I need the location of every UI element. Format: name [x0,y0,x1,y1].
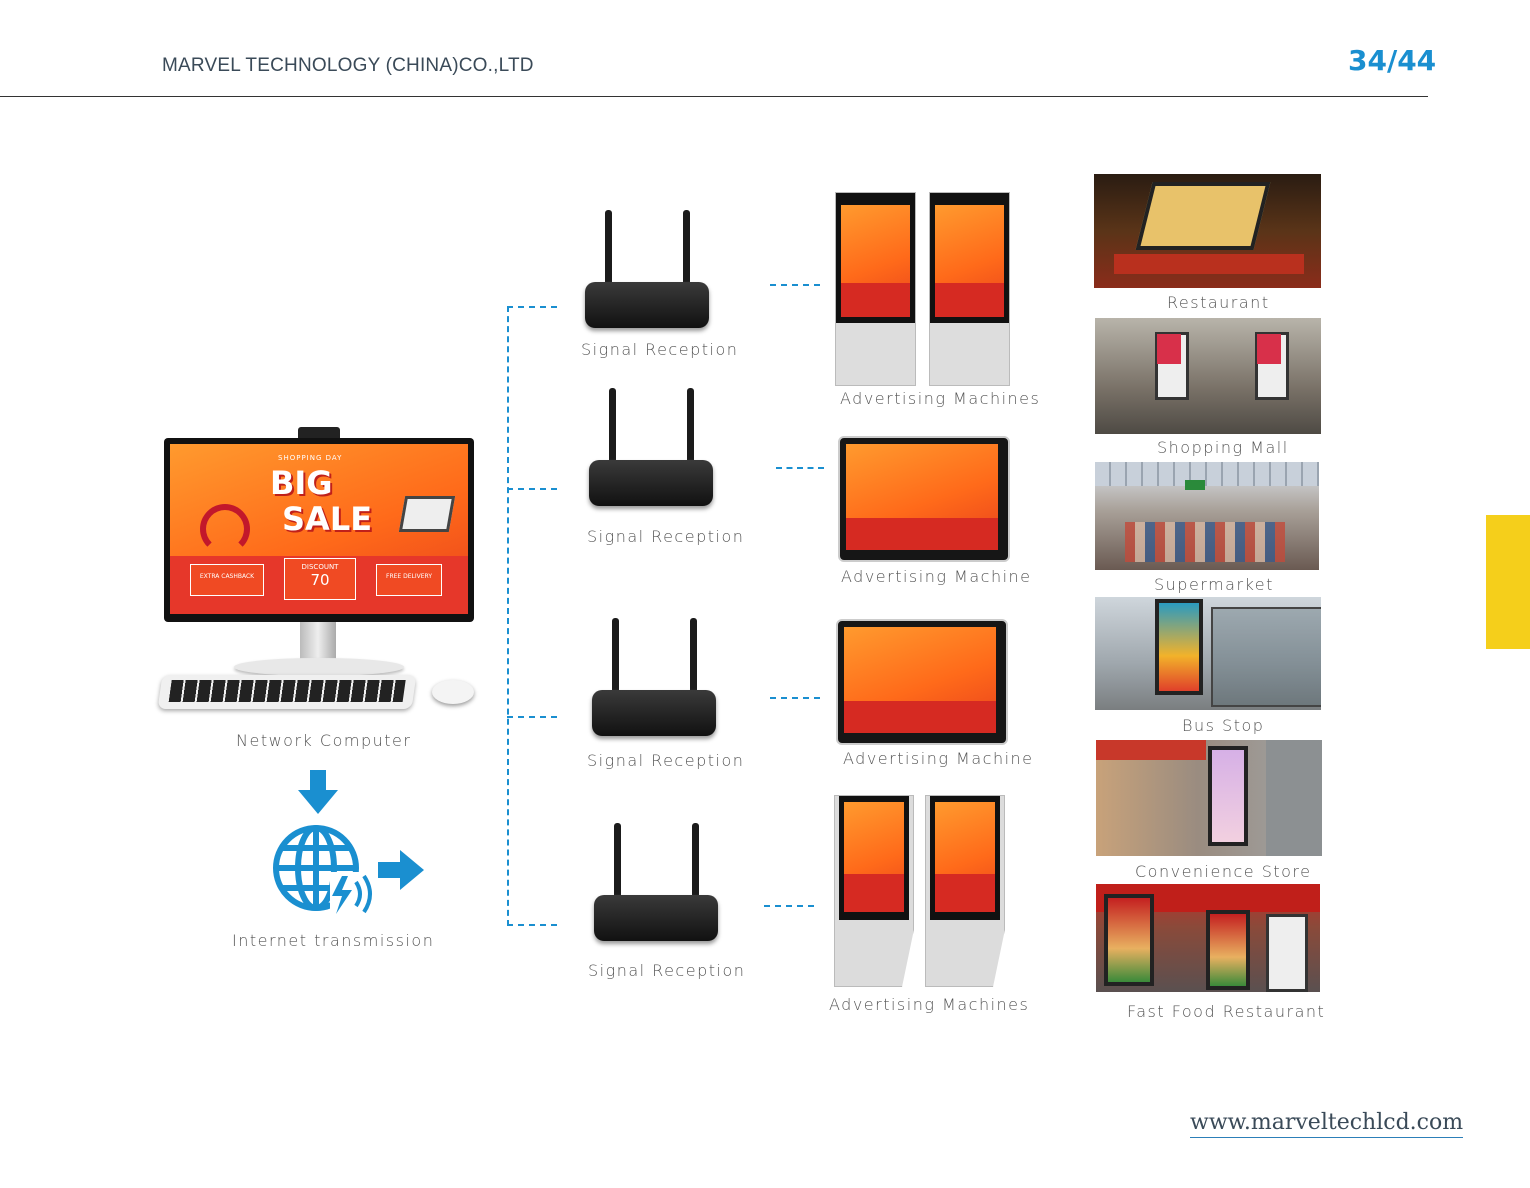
scene-supermarket-label: Supermarket [1154,575,1274,594]
coupon-discount-text: DISCOUNT [301,563,339,571]
router-3-label: Signal Reception [587,751,745,770]
link-m2 [776,467,824,469]
connector-vertical [507,306,509,926]
wall-screen-1 [838,436,1010,562]
photo-restaurant [1094,174,1321,288]
router-1 [585,210,711,332]
scene-bus-stop-label: Bus Stop [1182,716,1265,735]
connector-r4 [507,924,557,926]
company-name: MARVEL TECHNOLOGY (CHINA)CO.,LTD [162,55,534,76]
link-m4 [764,905,814,907]
scene-shopping-mall-label: Shopping Mall [1157,438,1289,457]
machine-3-label: Advertising Machine [843,749,1034,768]
connector-r3 [507,716,557,718]
coupon-discount-value: 70 [310,571,330,589]
link-m1 [770,284,820,286]
keyboard [157,675,417,709]
connector-r1 [507,306,557,308]
floor-kiosk-2 [929,192,1010,386]
router-4-label: Signal Reception [588,961,746,980]
coupon-discount: DISCOUNT 70 [284,558,356,600]
down-arrow-icon [298,770,338,814]
internet-transmission-label: Internet transmission [232,931,435,950]
monitor-screen: SHOPPING DAY BIG SALE EXTRA CASHBACK DIS… [170,444,468,614]
photo-shopping-mall [1095,318,1321,434]
router-2-label: Signal Reception [587,527,745,546]
coupon-cashback-text: EXTRA CASHBACK [199,573,255,580]
machine-2-label: Advertising Machine [841,567,1032,586]
machine-4-label: Advertising Machines [829,995,1030,1014]
photo-convenience-store [1096,740,1322,856]
header-divider [0,96,1428,97]
photo-fast-food-restaurant [1096,884,1320,992]
photo-bus-stop [1095,597,1321,710]
photo-supermarket [1095,462,1319,570]
machine-1-label: Advertising Machines [840,389,1041,408]
coupon-delivery: FREE DELIVERY [376,564,442,596]
coupon-delivery-text: FREE DELIVERY [386,573,432,580]
right-arrow-icon [378,850,424,890]
wall-screen-2 [836,619,1008,745]
monitor: SHOPPING DAY BIG SALE EXTRA CASHBACK DIS… [164,438,474,622]
webcam-icon [298,427,340,441]
screen-title-sale: SALE [282,500,373,538]
router-2 [589,388,715,510]
page-number: 34/44 [1348,44,1437,77]
scene-fast-food-restaurant-label: Fast Food Restaurant [1127,1002,1326,1021]
side-tab [1486,515,1530,649]
network-computer: SHOPPING DAY BIG SALE EXTRA CASHBACK DIS… [130,425,500,725]
monitor-base [234,658,404,676]
monitor-stand [300,622,336,662]
globe-wireless-icon [273,825,374,916]
headphones-icon [200,504,250,554]
scene-restaurant-label: Restaurant [1167,293,1270,312]
link-m3 [770,697,820,699]
floor-kiosk-1 [835,192,916,386]
slim-kiosk-2 [925,795,1005,987]
router-1-label: Signal Reception [581,340,739,359]
router-3 [592,618,718,740]
screen-banner: SHOPPING DAY [278,454,343,462]
scene-convenience-store-label: Convenience Store [1135,862,1312,881]
connector-r2 [507,488,557,490]
network-computer-label: Network Computer [236,731,412,750]
router-4 [594,823,720,945]
website-link[interactable]: www.marveltechlcd.com [1190,1110,1464,1138]
laptop-icon [398,496,456,532]
mouse-icon [432,680,474,704]
coupon-cashback: EXTRA CASHBACK [190,564,264,596]
screen-title-big: BIG [270,464,333,502]
slim-kiosk-1 [834,795,914,987]
